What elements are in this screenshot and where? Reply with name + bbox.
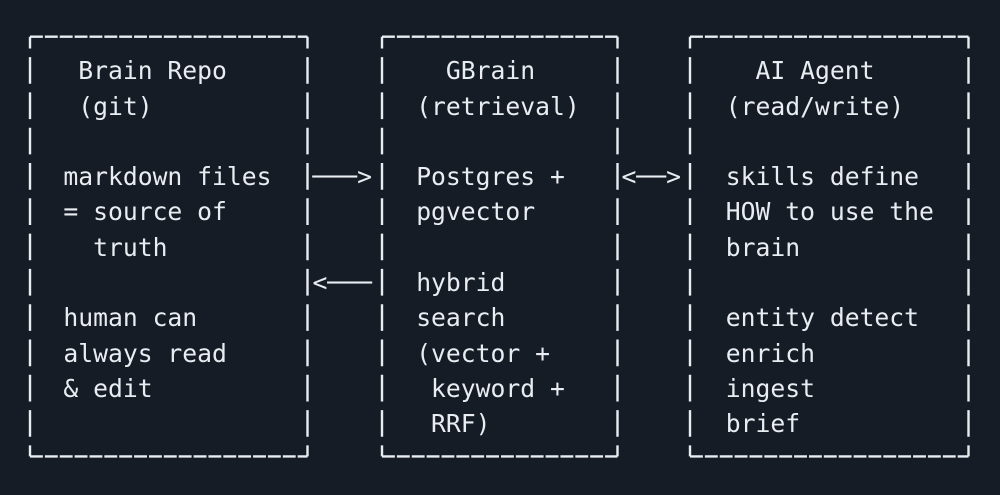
arrow-right-icon: ───> (312, 162, 372, 192)
arrow-bidirectional-icon: <──> (621, 162, 681, 192)
box-brain-repo: Brain Repo (git) markdown files = source… (63, 56, 272, 403)
box-gbrain: GBrain (retrieval) Postgres + pgvector h… (416, 56, 580, 439)
arrow-left-icon: <─── (312, 268, 372, 298)
box-ai-agent: AI Agent (read/write) skills define HOW … (725, 56, 934, 439)
